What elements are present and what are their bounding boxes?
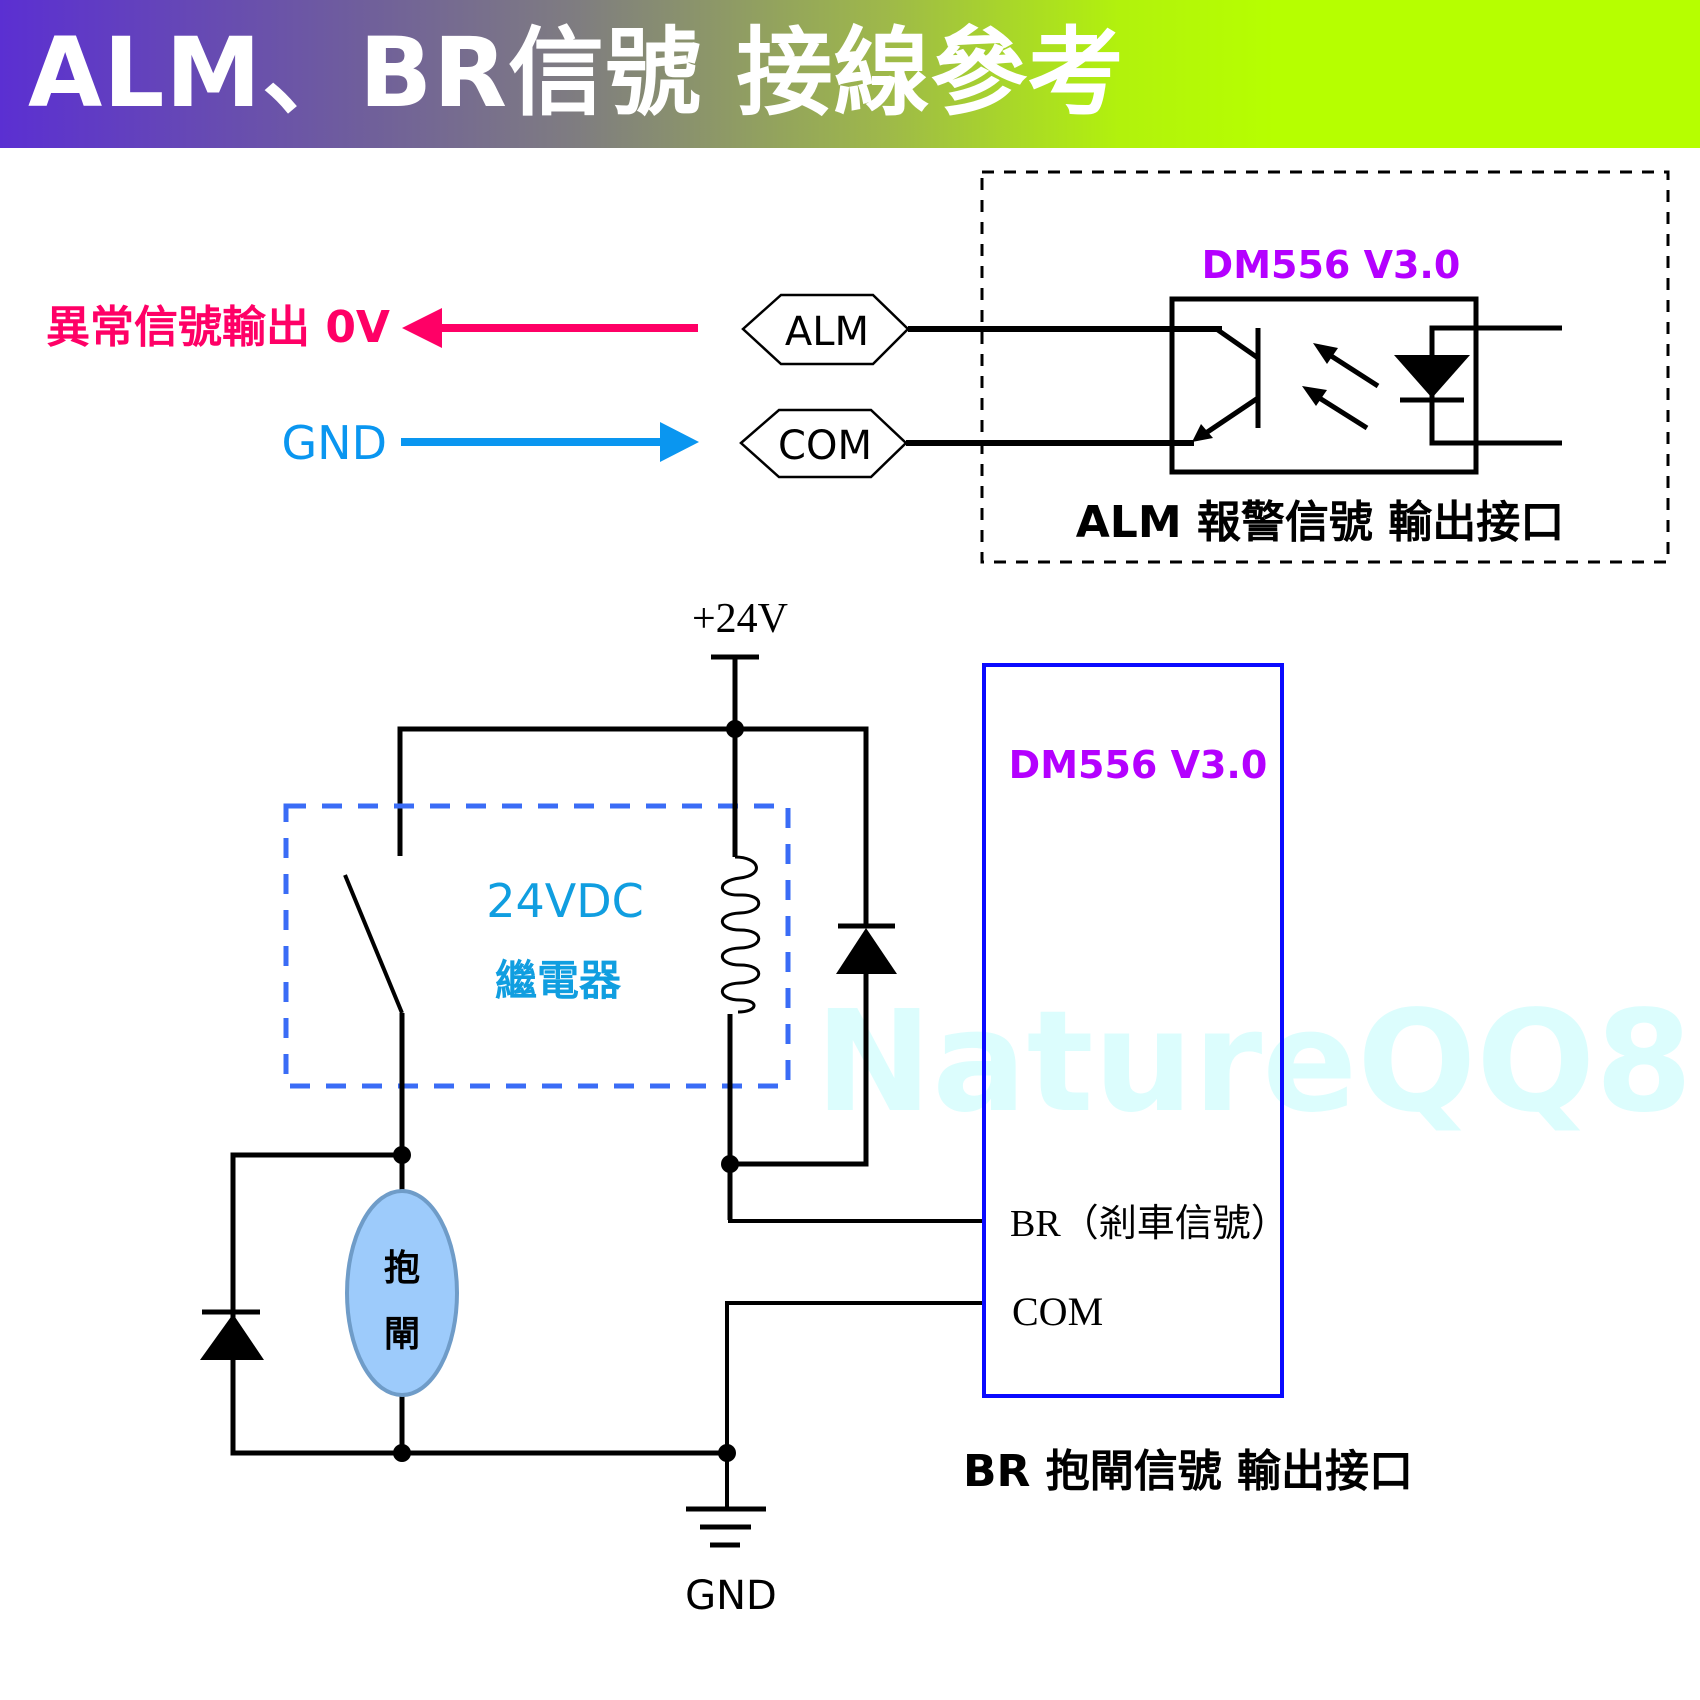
watermark: NatureQQ88 <box>815 981 1700 1144</box>
ground-label: GND <box>685 1573 777 1619</box>
brake-label-2: 閘 <box>384 1314 420 1355</box>
relay-switch-icon <box>343 874 405 1155</box>
com-ground-wire <box>725 1301 984 1509</box>
ground-icon <box>686 1506 766 1548</box>
terminal-com-label: COM <box>778 423 872 469</box>
terminal-com: COM <box>739 408 908 479</box>
relay-name-label: 繼電器 <box>495 956 622 1005</box>
supply-bus-wire <box>397 726 869 926</box>
brake-loop-wire <box>230 1152 727 1456</box>
flyback-diode-icon <box>730 923 897 1167</box>
driver-boundary <box>980 170 1670 564</box>
gnd-arrow-right-icon <box>401 422 699 462</box>
pin-com-label: COM <box>1012 1289 1103 1334</box>
brake-diode-icon <box>200 1309 264 1360</box>
br-driver-model: DM556 V3.0 <box>1009 743 1268 787</box>
driver-box <box>982 663 1284 1398</box>
br-section: NatureQQ88 +24V 24VDC 繼電器 <box>200 596 1700 1619</box>
header-banner: ALM、BR信號 接線參考 <box>0 0 1700 148</box>
alm-driver-model: DM556 V3.0 <box>1202 243 1461 287</box>
brake-coil: 抱 閘 <box>345 1189 459 1397</box>
brake-label-1: 抱 <box>384 1248 420 1289</box>
page-title: ALM、BR信號 接線參考 <box>28 17 1125 129</box>
relay-voltage-label: 24VDC <box>486 874 644 928</box>
supply-label: +24V <box>692 596 788 642</box>
junction-dot <box>393 1444 411 1462</box>
br-wire <box>728 1164 984 1223</box>
relay-coil-icon <box>720 729 761 1220</box>
alarm-output-label: 異常信號輸出 0V <box>46 302 390 353</box>
alarm-arrow-left-icon <box>402 308 698 348</box>
terminal-alm: ALM <box>741 293 910 366</box>
junction-dot <box>718 1444 736 1462</box>
optocoupler-icon <box>1169 296 1562 475</box>
relay-boundary <box>283 803 791 1089</box>
gnd-input-label: GND <box>282 416 387 470</box>
alm-caption: ALM 報警信號 輸出接口 <box>1076 497 1565 548</box>
supply-terminal-icon <box>711 654 759 729</box>
alm-section: 異常信號輸出 0V GND ALM COM DM556 V3.0 <box>46 170 1670 564</box>
br-caption: BR 抱閘信號 輸出接口 <box>963 1446 1413 1497</box>
terminal-alm-label: ALM <box>785 309 869 355</box>
pin-br-label: BR（剎車信號） <box>1010 1203 1289 1245</box>
